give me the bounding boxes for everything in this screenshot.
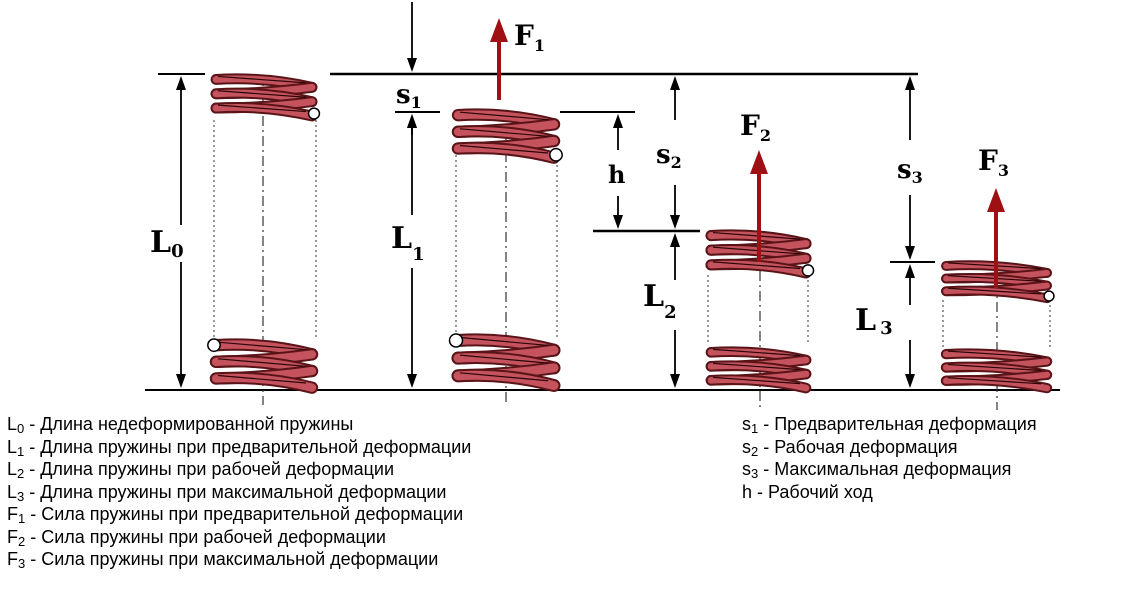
L2-arrow-down [670, 330, 680, 388]
force-arrow-F1 [490, 18, 508, 100]
legend-item: L2 - Длина пружины при рабочей деформаци… [7, 459, 395, 481]
legend-item: F2 - Сила пружины при рабочей деформации [7, 526, 386, 549]
spring-coil [217, 341, 307, 351]
spring-coil [712, 362, 801, 371]
L3-arrow-up [905, 264, 915, 305]
h-arrow-up [613, 114, 623, 150]
L2-arrow-up [670, 233, 680, 280]
spring-4-top [941, 260, 1055, 304]
legend-right: s1 - Предварительная деформация s2 - Раб… [742, 413, 1037, 503]
label-L0: L0 [150, 225, 184, 262]
legend-item: L0 - Длина недеформированной пружины [7, 414, 354, 436]
spring-coil [217, 90, 307, 98]
force-arrow-F2 [750, 150, 768, 262]
label-s1: s1 [396, 80, 422, 112]
legend-item: s3 - Максимальная деформация [742, 459, 1012, 481]
springs [207, 73, 1055, 410]
label-s2: s2 [656, 140, 682, 172]
label-s3: s3 [897, 155, 923, 187]
L3-arrow-down [905, 340, 915, 388]
spring-4-bottom [940, 348, 1053, 394]
s1-arrow-down [407, 2, 417, 72]
legend-item: F3 - Сила пружины при максимальной дефор… [7, 549, 439, 571]
spring-2-top [451, 108, 563, 164]
label-F1: F1 [514, 19, 545, 55]
spring-coil [217, 75, 307, 84]
spring-coil [459, 111, 549, 121]
spring-coil [947, 363, 1042, 372]
spring-coil [947, 287, 1042, 295]
spring-coil [947, 377, 1042, 385]
spring-coil [459, 354, 549, 364]
spring-wire-end [207, 338, 221, 353]
label-F2: F2 [740, 109, 771, 145]
spring-wire-end [448, 333, 464, 348]
spring-2-bottom [448, 333, 561, 393]
spring-coil [217, 104, 307, 113]
label-F3: F3 [978, 144, 1009, 180]
force-arrow-F3 [987, 188, 1005, 288]
s1-arrow-up [407, 114, 417, 135]
spring-coil [217, 358, 307, 367]
s2-arrow-up [670, 76, 680, 120]
spring-coil [217, 374, 307, 384]
label-L1: L1 [391, 221, 425, 265]
spring-1-bottom [207, 338, 319, 394]
spring-wire-end [801, 264, 815, 277]
spring-coil [459, 336, 549, 347]
legend-item: h - Рабочий ход [742, 481, 873, 502]
s2-arrow-down [670, 185, 680, 229]
L0-arrow-down [176, 262, 186, 388]
spring-coil [459, 128, 549, 137]
dimension-arrows [176, 2, 915, 388]
spring-1-top [210, 73, 321, 122]
s3-arrow-down [905, 195, 915, 260]
spring-wire-end [549, 147, 563, 162]
spring-coil [947, 350, 1042, 358]
h-arrow-down [613, 196, 623, 229]
spring-coil [459, 372, 549, 382]
spring-3-bottom [705, 346, 812, 394]
spring-coil [459, 144, 549, 154]
spring-coil [712, 261, 801, 270]
spring-wire-end [1043, 290, 1055, 302]
legend-item: s1 - Предварительная деформация [742, 414, 1037, 436]
legend-item: L3 - Длина пружины при максимальной дефо… [7, 481, 447, 504]
spring-coil [712, 348, 801, 357]
legend-item: F1 - Сила пружины при предварительной де… [7, 504, 464, 526]
spring-wire-end [307, 107, 321, 120]
label-h: h [608, 160, 625, 189]
label-L2: L2 [643, 279, 677, 323]
spring-3-top [705, 229, 815, 279]
legend-left: L0 - Длина недеформированной пружины L1 … [7, 413, 471, 571]
spring-coil [712, 376, 801, 385]
L0-arrow-up [176, 76, 186, 225]
spring-coil [712, 231, 801, 240]
s3-arrow-up [905, 76, 915, 140]
legend-item: L1 - Длина пружины при предварительной д… [7, 436, 472, 459]
legend-item: s2 - Рабочая деформация [742, 436, 958, 459]
spring-coil [712, 246, 801, 255]
L1-arrow-down [407, 268, 417, 388]
